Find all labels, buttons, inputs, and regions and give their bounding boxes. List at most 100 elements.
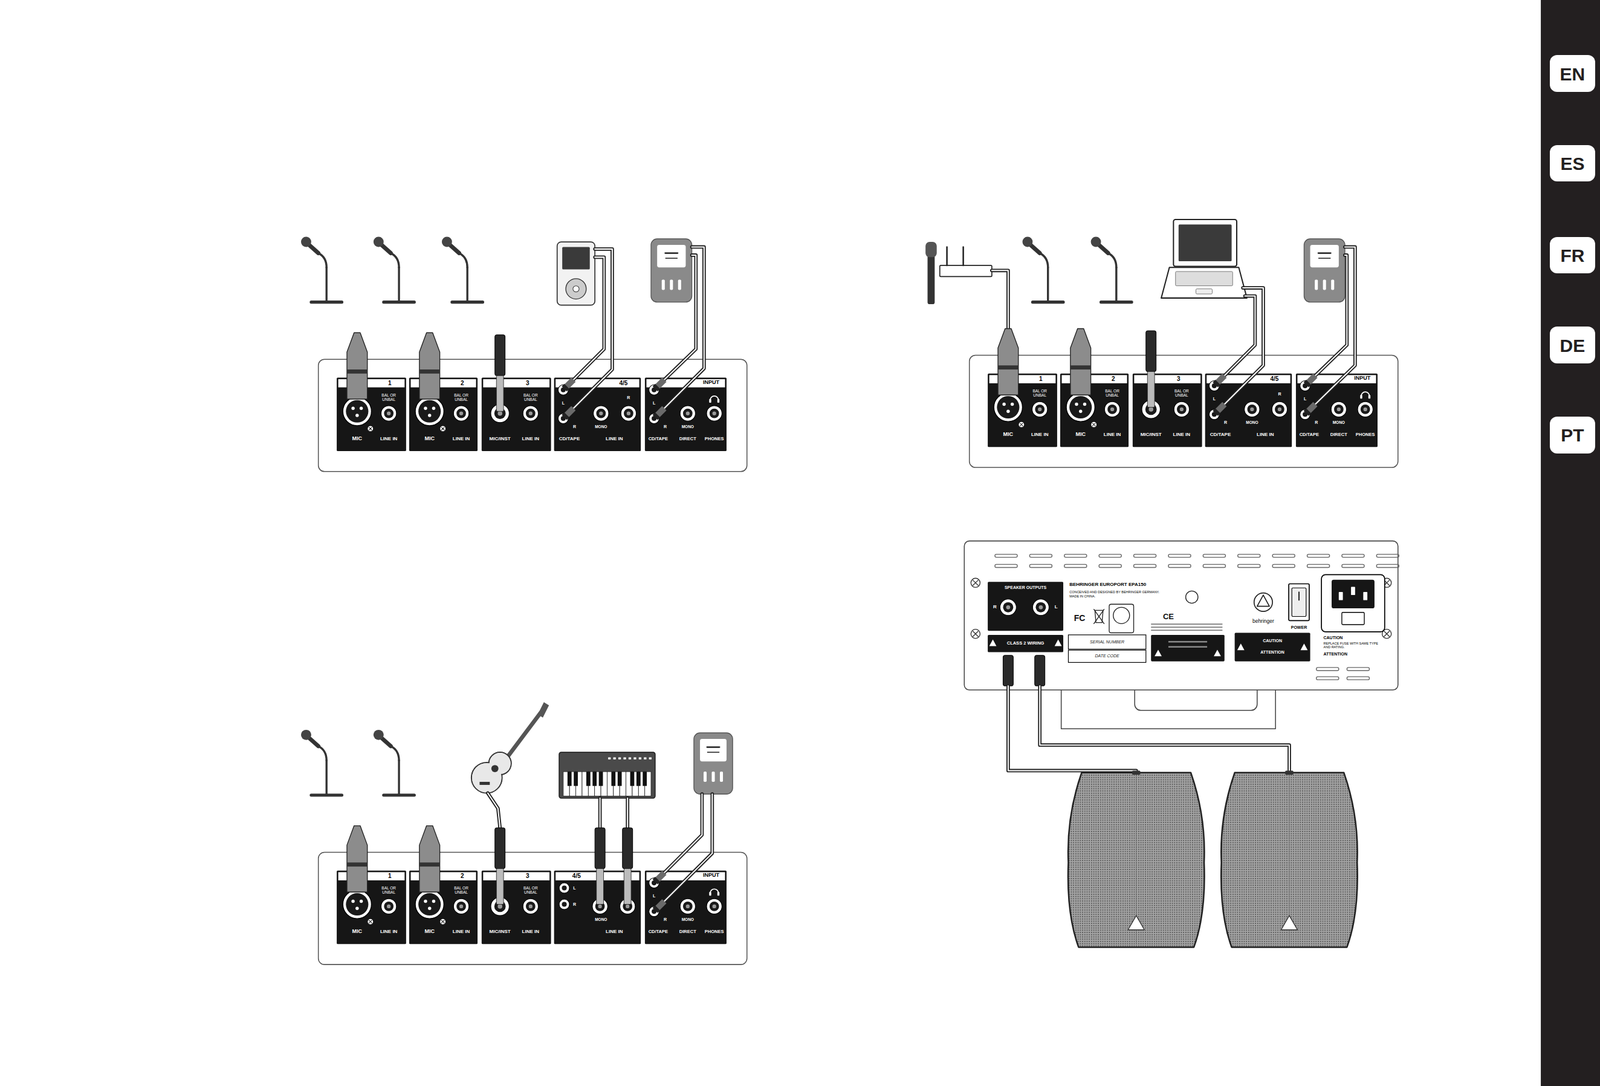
jack-label: LINE IN <box>1103 432 1121 438</box>
jack <box>1104 401 1120 417</box>
cable-core <box>1224 287 1264 404</box>
vent-slot <box>1237 554 1261 558</box>
vent-slot <box>1346 667 1370 671</box>
cable <box>991 270 1009 329</box>
language-tab: FR <box>1549 236 1595 274</box>
rca-plug-collar <box>1306 382 1309 385</box>
mic-body <box>381 244 391 254</box>
vent-slot <box>1346 676 1370 680</box>
xlr-pin <box>355 413 359 417</box>
power-adapter <box>651 238 693 303</box>
brand-logo-triangle <box>1257 594 1270 607</box>
speaker-jack <box>999 599 1017 616</box>
speaker-outputs-box: SPEAKER OUTPUTSRL <box>987 581 1064 631</box>
wiring-band: CLASS 2 WIRING <box>987 634 1064 653</box>
iec-pin <box>1338 591 1344 601</box>
adapter-slot <box>703 771 707 782</box>
channel-header <box>482 378 550 388</box>
vent-slot <box>1133 554 1157 558</box>
mic-body <box>309 737 319 746</box>
speaker-logo <box>1280 915 1298 930</box>
xlr-jack <box>415 397 444 426</box>
xlr-jack <box>342 397 372 426</box>
vent-slot <box>1376 554 1399 558</box>
vent-slot <box>1133 563 1157 567</box>
lock-icon <box>440 918 446 925</box>
vent-slot <box>1168 554 1191 558</box>
channel-number: 4/5 <box>572 872 581 879</box>
jack-label: LINE IN <box>380 435 398 442</box>
jack-socket <box>456 901 467 911</box>
dc-symbol <box>1318 257 1331 259</box>
vent-slot <box>994 563 1018 567</box>
jack-label: LINE IN <box>605 929 623 935</box>
jack-label: BAL OR UNBAL <box>381 392 396 402</box>
cable <box>1224 287 1264 404</box>
xlr-jack <box>415 889 444 919</box>
power-adapter <box>1303 238 1345 303</box>
lock-icon <box>1091 421 1097 428</box>
adapter-slot <box>711 771 715 782</box>
channel-strip: 4/5LRRMONOCD/TAPELINE IN <box>554 377 641 452</box>
channel-number: 2 <box>460 379 465 387</box>
speaker-cabinet <box>1221 772 1358 948</box>
cable <box>664 246 705 409</box>
jack-label: R <box>626 395 630 401</box>
speaker-input <box>1132 770 1141 775</box>
jack-tip <box>1110 407 1115 412</box>
channel-number: 1 <box>388 872 392 879</box>
mic-head <box>301 729 312 740</box>
channel-strip-face <box>1205 373 1292 448</box>
black-key <box>636 771 641 786</box>
jack-label: MONO <box>681 424 694 429</box>
panel-label: POWER <box>1291 625 1307 630</box>
jack-label: PHONES <box>704 436 725 442</box>
lock-icon-mark <box>1092 423 1095 426</box>
xlr-pin <box>1002 402 1006 406</box>
rca-jack <box>649 384 660 395</box>
cable <box>664 793 713 901</box>
jack-label: BAL OR UNBAL <box>453 392 469 402</box>
screw-slot <box>1384 631 1390 636</box>
xlr-pin <box>427 413 431 417</box>
vent-slot <box>994 554 1018 558</box>
date-code-box: DATE CODE <box>1068 649 1146 662</box>
cable-core <box>1315 246 1356 404</box>
mic-stand-pole <box>397 267 400 302</box>
jack-label: BAL OR UNBAL <box>1174 388 1189 398</box>
mic-stand-pole <box>1115 267 1118 302</box>
mic-head <box>301 236 312 248</box>
jack-label: L <box>1303 396 1307 402</box>
jack <box>1331 401 1347 417</box>
jack-label: MIC <box>1003 431 1014 438</box>
vent-slot <box>1376 563 1399 567</box>
jack <box>620 405 636 421</box>
channel-strip: 1BAL OR UNBALMICLINE IN <box>336 377 407 452</box>
vent-slot <box>1272 554 1295 558</box>
black-key <box>642 771 647 786</box>
rca-plug-collar <box>655 878 658 882</box>
lock-icon-mark <box>441 427 444 430</box>
dc-symbol <box>707 751 720 753</box>
cable <box>625 797 630 828</box>
adapter-slot <box>1323 279 1327 291</box>
front-panel <box>969 354 1399 468</box>
xlr-jack-socket <box>996 395 1020 419</box>
headphone-icon <box>717 891 720 896</box>
channel-strip: 2BAL OR UNBALMICLINE IN <box>409 870 478 945</box>
xlr-pin <box>355 906 359 910</box>
headphone-icon <box>710 888 719 893</box>
channel-header <box>482 871 550 881</box>
jack-label: BAL OR UNBAL <box>453 885 469 894</box>
jack-socket <box>1176 404 1187 415</box>
rear-panel: BEHRINGER EUROPORT EPA150CONCEIVED AND D… <box>964 540 1398 690</box>
mic-gooseneck <box>1039 253 1049 268</box>
jack-label: R <box>573 424 577 430</box>
jack-tip <box>597 904 602 908</box>
fine-print-line <box>1150 626 1223 628</box>
iec-pin <box>1363 591 1368 601</box>
cable-core <box>573 256 605 380</box>
dc-symbol <box>707 745 720 748</box>
